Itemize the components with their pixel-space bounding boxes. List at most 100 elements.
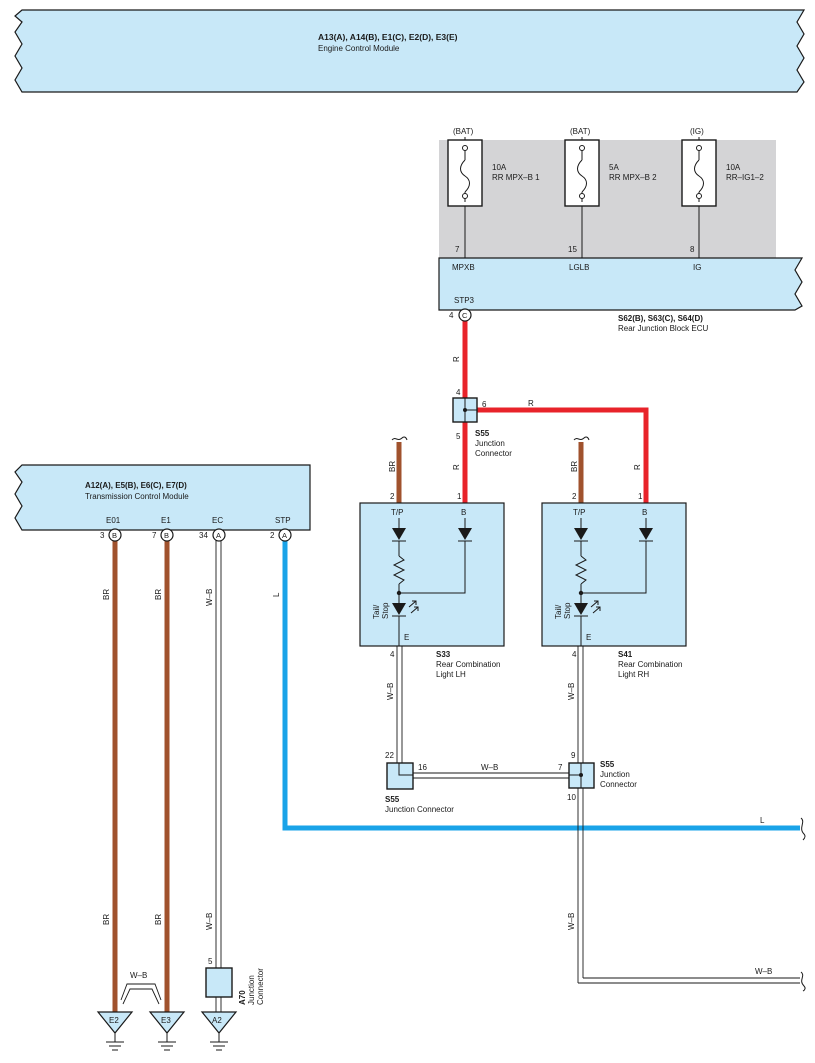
rear-ecu-connector: C 4 [449, 308, 472, 322]
junction-connector-a70: 5 A70 Junction Connector [205, 957, 265, 1005]
fuse-pin: 7 [455, 245, 460, 254]
wire-white-black [120, 540, 800, 1005]
wire-label-wb: W–B [567, 913, 576, 930]
ecm-name: Engine Control Module [318, 44, 400, 53]
wire-label-r: R [452, 356, 461, 362]
terminal-ec: EC [212, 516, 223, 525]
lamp-name: Light RH [618, 670, 649, 679]
ecm-codes: A13(A), A14(B), E1(C), E2(D), E3(E) [318, 32, 458, 42]
connector-letter: A [282, 531, 287, 540]
terminal-ig: IG [693, 263, 701, 272]
wire-label-wb: W–B [130, 971, 147, 980]
fuse-rating: 5A [609, 163, 619, 172]
junction-name: Junction [475, 439, 505, 448]
ground-a2: A2 [200, 1011, 238, 1051]
fuse-rating: 10A [726, 163, 741, 172]
fuse-name: RR–IG1–2 [726, 173, 764, 182]
wire-label-wb: W–B [755, 967, 772, 976]
junction-connector-s55-right: 9 7 10 S55 Junction Connector [558, 751, 637, 802]
pin: 4 [390, 650, 395, 659]
led-icon [392, 603, 406, 615]
fuse-source: (IG) [690, 127, 704, 136]
tcm-name: Transmission Control Module [85, 492, 189, 501]
terminal: B [642, 508, 647, 517]
wire-label-l: L [272, 592, 281, 597]
diode-icon [574, 528, 588, 540]
diode-icon [458, 528, 472, 540]
terminal-stp: STP [275, 516, 291, 525]
fuse-source: (BAT) [453, 127, 474, 136]
ground-label: E2 [109, 1016, 119, 1025]
wire-break-mark [800, 971, 806, 992]
junction-connector-s55-left: 22 16 S55 Junction Connector [385, 751, 454, 814]
pin: 2 [572, 492, 577, 501]
pin: 4 [456, 388, 461, 397]
connector-pin: 3 [100, 531, 105, 540]
pin: 6 [482, 400, 487, 409]
rear-combination-light-rh: 2 1 T/P B Tail/ Stop E 4 S41 Rear Combin… [541, 492, 687, 679]
pin: 4 [572, 650, 577, 659]
wire-brown [112, 442, 584, 1012]
resistor-icon [392, 555, 406, 585]
wire-label-wb: W–B [386, 683, 395, 700]
lamp-name: Light LH [436, 670, 466, 679]
lamp-code: S41 [618, 650, 633, 659]
pin: 22 [385, 751, 394, 760]
wire-label-br: BR [388, 461, 397, 472]
fuse-name: RR MPX–B 2 [609, 173, 657, 182]
connector-letter: B [112, 531, 117, 540]
transmission-control-module: A12(A), E5(B), E6(C), E7(D) Transmission… [14, 464, 311, 531]
rear-combination-light-lh: 2 1 T/P B Tail/ Stop E 4 S33 Rear Combin… [359, 492, 505, 679]
ground-label: E3 [161, 1016, 171, 1025]
terminal: B [461, 508, 466, 517]
lamp-name: Rear Combination [436, 660, 500, 669]
pin: 1 [457, 492, 462, 501]
bulb-label: Tail/ [372, 604, 381, 619]
fuse-name: RR MPX–B 1 [492, 173, 540, 182]
fuse-rr-mpx-b2: (BAT) 5A RR MPX–B 2 15 [564, 127, 657, 258]
wire-blue [282, 540, 800, 831]
terminal-e1: E1 [161, 516, 171, 525]
diode-icon [639, 528, 653, 540]
junction-code: A70 [238, 990, 247, 1005]
junction-name: Junction [600, 770, 630, 779]
wire-label-wb: W–B [481, 763, 498, 772]
pin: 5 [456, 432, 461, 441]
engine-control-module: A13(A), A14(B), E1(C), E2(D), E3(E) Engi… [14, 9, 806, 93]
wire-label-br: BR [570, 461, 579, 472]
rear-junction-block-ecu: MPXB LGLB IG STP3 S62(B), S63(C), S64(D)… [438, 257, 804, 333]
bulb-label: Stop [563, 602, 572, 619]
fuse-pin: 15 [568, 245, 577, 254]
pin: 9 [571, 751, 576, 760]
wire-label-br: BR [102, 589, 111, 600]
wire-label-l: L [760, 816, 765, 825]
wire-white-black [215, 997, 222, 1012]
wire-label-br: BR [154, 914, 163, 925]
tcm-connectors: B 3 B 7 A 34 A 2 [100, 528, 292, 542]
wire-break-mark [391, 436, 408, 441]
terminal-e01: E01 [106, 516, 121, 525]
connector-letter: C [462, 311, 468, 320]
pin: 2 [390, 492, 395, 501]
lamp-code: S33 [436, 650, 451, 659]
fuse-rating: 10A [492, 163, 507, 172]
resistor-icon [574, 555, 588, 585]
fuse-pin: 8 [690, 245, 695, 254]
terminal: T/P [573, 508, 585, 517]
connector-letter: B [164, 531, 169, 540]
junction-code: S55 [475, 429, 490, 438]
rear-ecu-name: Rear Junction Block ECU [618, 324, 708, 333]
junction-connector-s55-top: 4 6 5 S55 Junction Connector [452, 388, 512, 458]
junction-name: Junction Connector [385, 805, 454, 814]
junction-name: Connector [600, 780, 637, 789]
connector-pin: 7 [152, 531, 157, 540]
terminal-lglb: LGLB [569, 263, 589, 272]
rear-ecu-codes: S62(B), S63(C), S64(D) [618, 314, 703, 323]
connector-letter: A [216, 531, 221, 540]
fuse-source: (BAT) [570, 127, 591, 136]
connector-pin: 2 [270, 531, 275, 540]
wire-red [462, 320, 649, 503]
wire-label-wb: W–B [205, 589, 214, 606]
wire-break-mark [800, 817, 806, 841]
wire-label-wb: W–B [205, 913, 214, 930]
